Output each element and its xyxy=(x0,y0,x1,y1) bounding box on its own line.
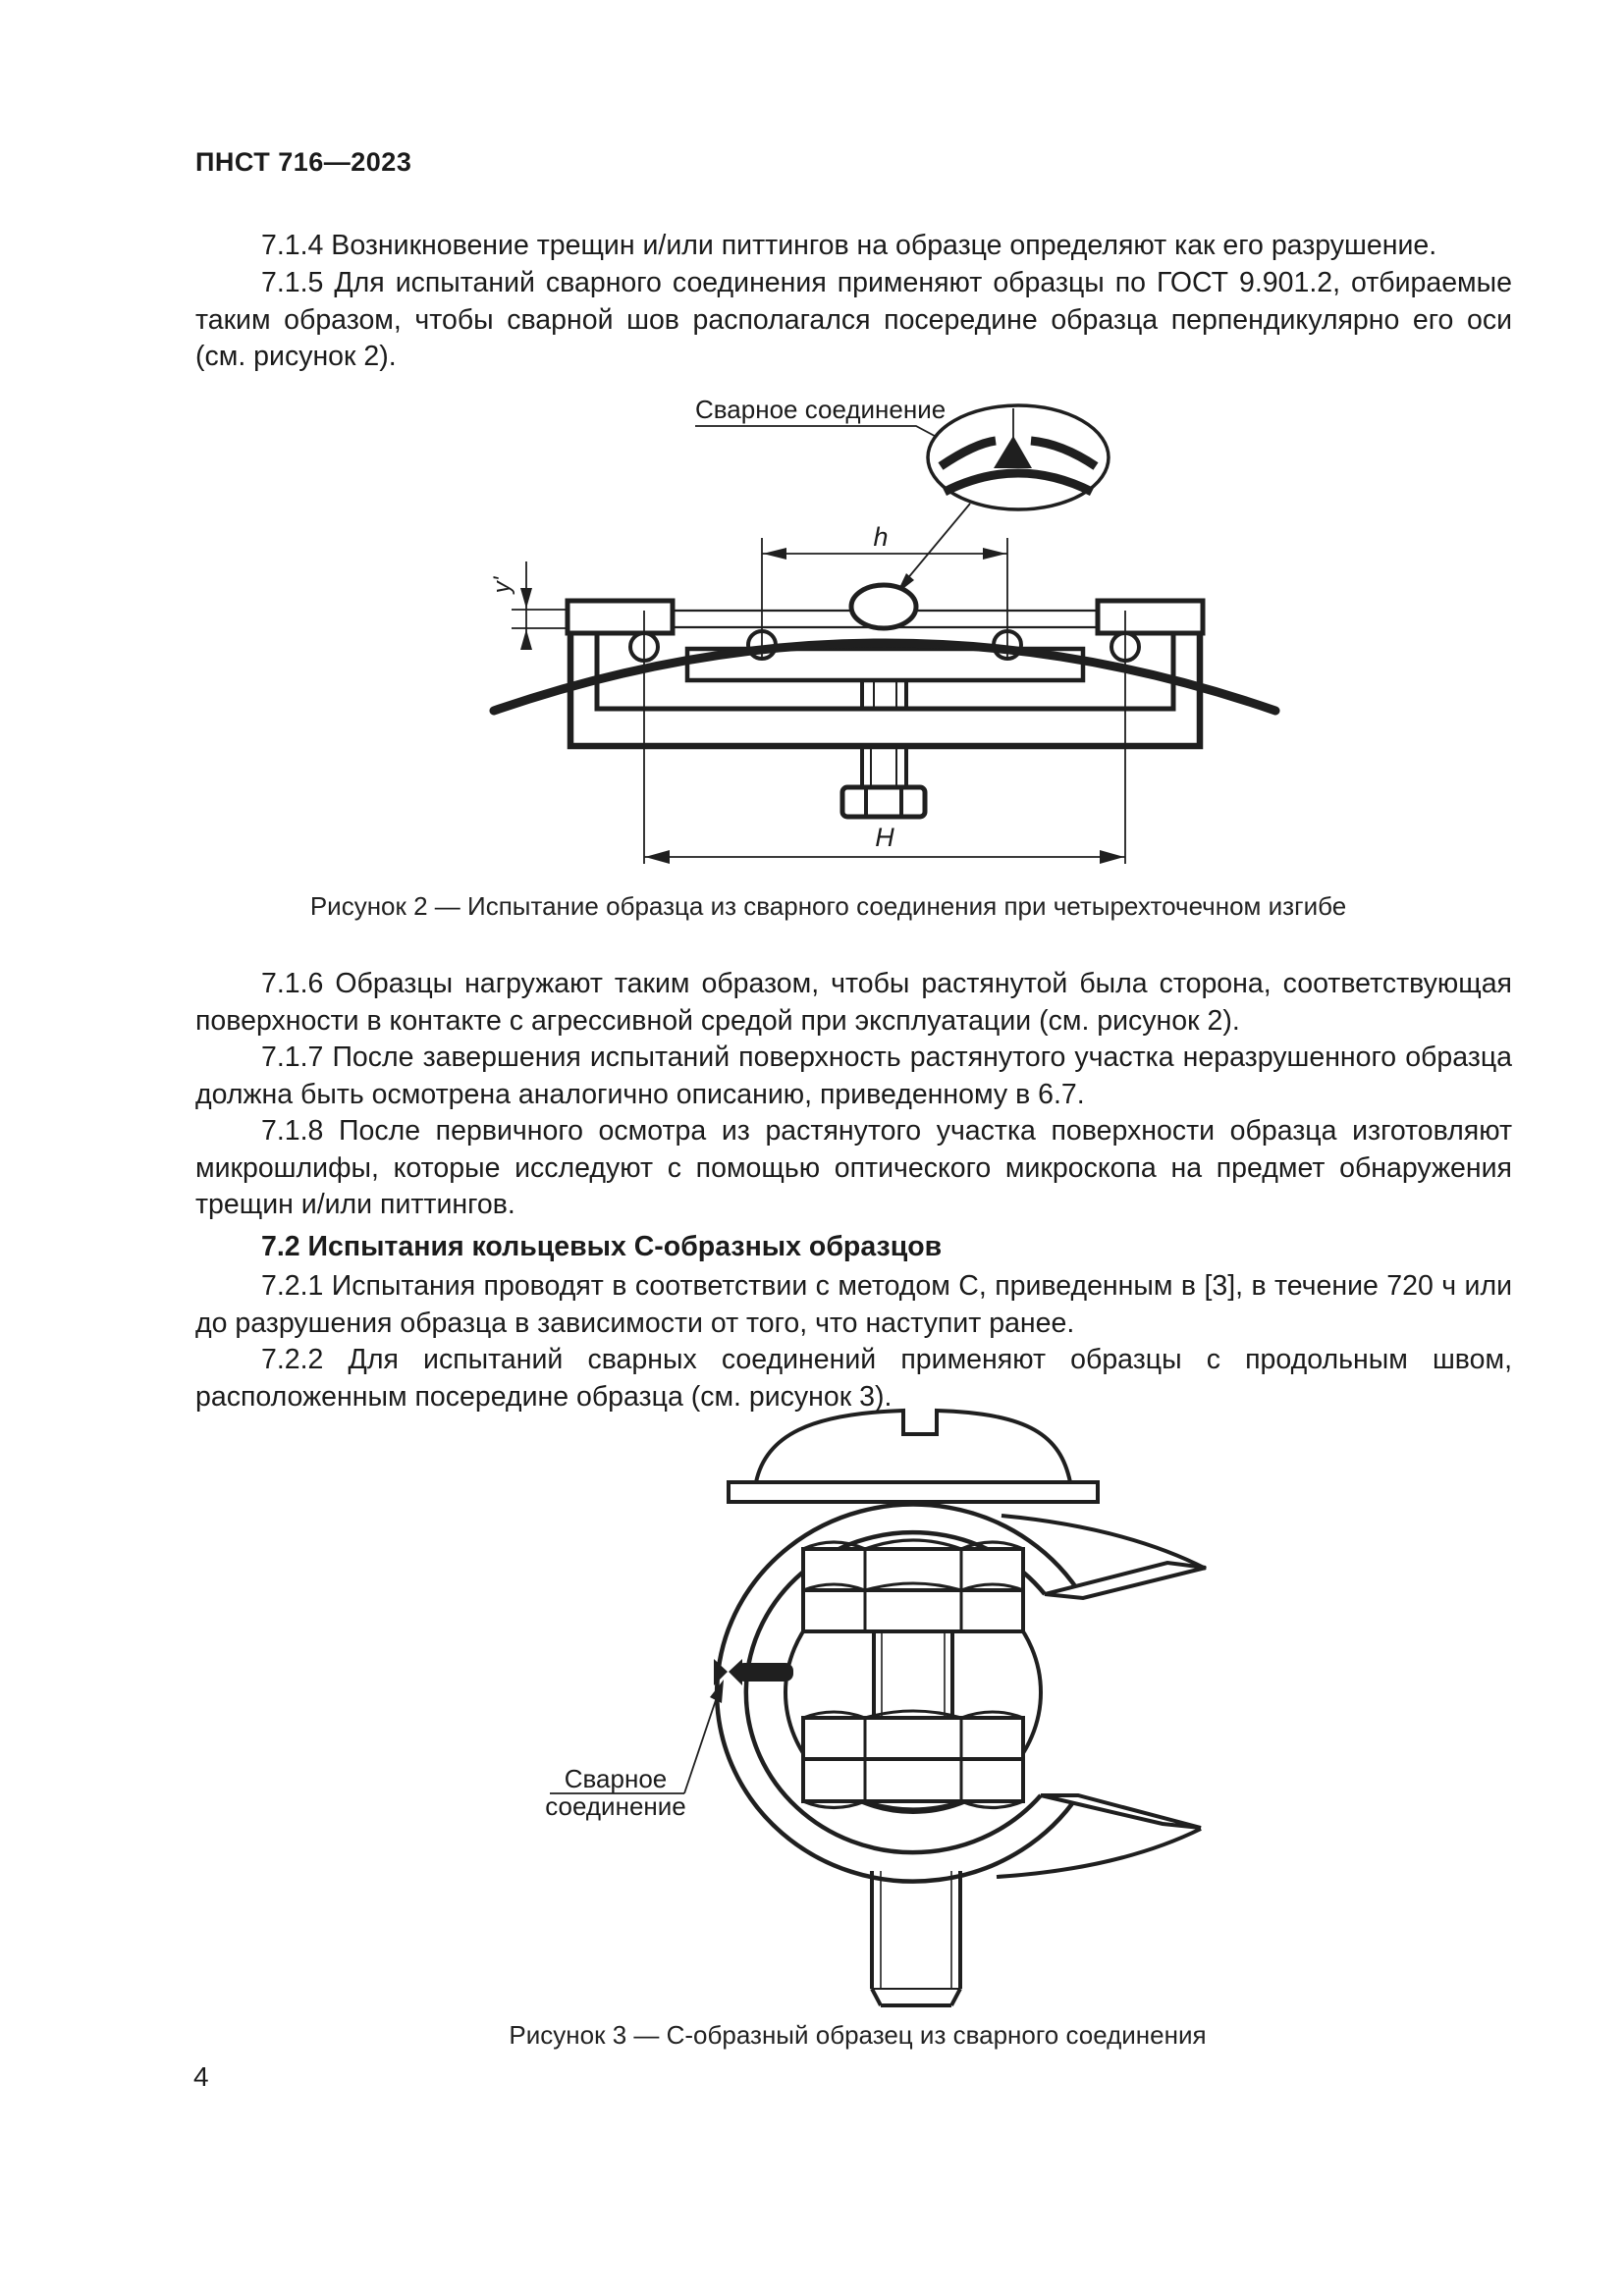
weld-detail-circle xyxy=(926,403,1110,511)
figure2-weld-label: Сварное соединение xyxy=(695,395,946,424)
weld-label-arrowhead xyxy=(710,1680,724,1703)
paragraph-7-1-7: 7.1.7 После завершения испытаний поверхн… xyxy=(195,1041,1512,1110)
paragraph-7-1-8: 7.1.8 После первичного осмотра из растян… xyxy=(195,1115,1512,1220)
figure-2-caption: Рисунок 2 — Испытание образца из сварног… xyxy=(309,891,1347,921)
top-nut-2 xyxy=(801,1588,1025,1633)
dim-y-label: y' xyxy=(489,575,515,595)
paragraph-7-2-2: 7.2.2 Для испытаний сварных соединений п… xyxy=(195,1344,1512,1413)
threaded-rod xyxy=(870,1871,962,2007)
tightening-bolt xyxy=(839,749,928,820)
right-clamp-block xyxy=(1095,598,1206,636)
ring-depth-edge-bottom xyxy=(996,1827,1202,1879)
weld-symbol xyxy=(994,436,1032,468)
cap-and-washer xyxy=(727,1408,1100,1504)
ring-end-face-upper xyxy=(1044,1560,1207,1601)
figure3-weld-label-group: Сварное соединение xyxy=(545,1680,724,1821)
heading-7-2: 7.2 Испытания кольцевых С-образных образ… xyxy=(261,1231,943,1262)
bent-specimen xyxy=(489,638,1280,716)
weld-seam xyxy=(714,1659,793,1685)
internal-bolt-assembly xyxy=(801,1538,1025,1811)
weld-location-ellipse xyxy=(848,582,919,631)
figure3-weld-label-line1: Сварное xyxy=(565,1764,668,1793)
left-clamp-block xyxy=(565,598,676,636)
detail-arrow-line xyxy=(900,503,971,587)
hex-nut xyxy=(839,784,928,820)
inner-cavity xyxy=(594,633,1176,712)
paragraph-7-2-1: 7.2.1 Испытания проводят в соответствии … xyxy=(195,1270,1512,1339)
figure3-weld-label-line2: соединение xyxy=(545,1791,686,1821)
ring-inner-edge xyxy=(743,1529,1047,1855)
washer-plate xyxy=(727,1480,1100,1504)
bottom-nut-2 xyxy=(801,1757,1025,1803)
dimension-h: h xyxy=(761,522,1008,660)
dim-h-label: h xyxy=(873,522,888,552)
page-number: 4 xyxy=(193,2061,209,2092)
dimension-H: H xyxy=(644,823,1125,864)
figure-3-caption: Рисунок 3 — С-образный образец из сварно… xyxy=(509,2020,1207,2050)
standard-designation: ПНСТ 716—2023 xyxy=(195,147,412,177)
ring-end-face-lower xyxy=(1040,1793,1202,1830)
paragraph-7-1-4: 7.1.4 Возникновение трещин и/или питтинг… xyxy=(261,230,1437,261)
paragraph-7-1-5: 7.1.5 Для испытаний сварного соединения … xyxy=(195,267,1512,372)
figure-3-c-ring-drawing: Сварное соединение xyxy=(545,1408,1207,2007)
figure-2-four-point-bend-drawing: Сварное соединение h y' xyxy=(489,395,1280,864)
ring-depth-edge-top xyxy=(1001,1514,1207,1571)
dimension-y: y' xyxy=(489,561,599,650)
dome-cap xyxy=(753,1408,1073,1484)
bottom-nut-1 xyxy=(801,1716,1025,1761)
dim-H-label: H xyxy=(875,823,894,852)
leader-line xyxy=(695,425,947,443)
paragraph-7-1-6: 7.1.6 Образцы нагружают таким образом, ч… xyxy=(195,968,1512,1037)
